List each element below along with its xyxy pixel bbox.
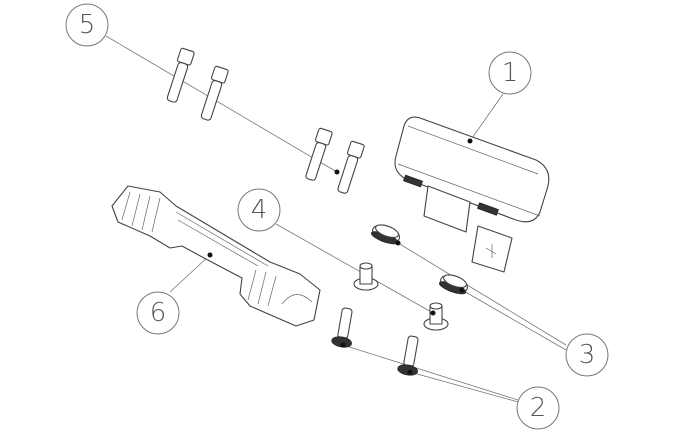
callout-5-label: 5 — [79, 10, 96, 40]
part-4-bushings — [353, 262, 449, 331]
leader-dots — [207, 138, 473, 375]
leader-3b — [461, 289, 567, 351]
part-2-bolts — [331, 307, 419, 376]
leader-lines — [105, 35, 567, 403]
leader-5 — [105, 35, 338, 173]
callout-1-label: 1 — [502, 58, 519, 88]
part-6-bracket — [111, 185, 321, 327]
callout-2: 2 — [516, 386, 560, 430]
leader-4 — [275, 223, 434, 314]
leader-2a — [342, 344, 519, 401]
leader-6 — [169, 254, 211, 293]
part-5-screws — [166, 47, 365, 194]
callout-3-label: 3 — [579, 340, 596, 370]
leader-2b — [409, 371, 519, 403]
callout-5: 5 — [65, 3, 109, 47]
callout-2-label: 2 — [530, 393, 547, 423]
leader-1 — [469, 93, 504, 142]
callout-6-label: 6 — [150, 298, 167, 328]
callout-3: 3 — [565, 333, 609, 377]
leader-3a — [397, 242, 567, 346]
part-3-grommets — [371, 224, 468, 295]
callout-6: 6 — [136, 291, 180, 335]
callout-4: 4 — [237, 188, 281, 232]
callout-1: 1 — [488, 51, 532, 95]
callout-4-label: 4 — [251, 195, 268, 225]
part-1-housing — [394, 116, 550, 273]
